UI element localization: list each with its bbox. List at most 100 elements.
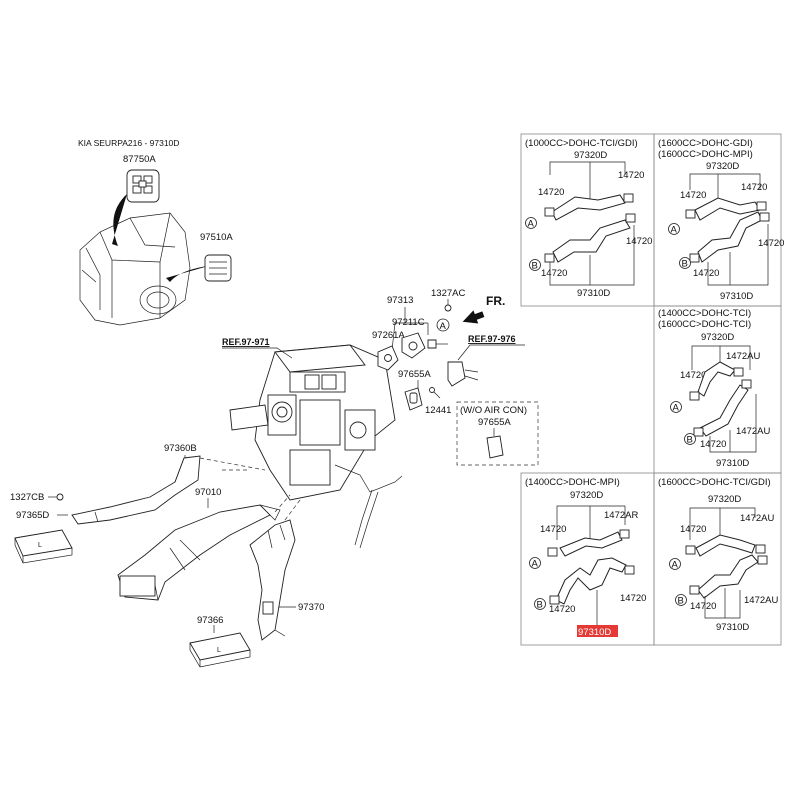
callout-B — [675, 594, 687, 606]
callout-B — [529, 259, 541, 271]
highlighted-part-box[interactable] — [577, 625, 618, 637]
label-97366: 97366 — [197, 615, 223, 626]
clamp-label: 1472AU — [740, 513, 774, 524]
clamp-icon — [741, 379, 752, 389]
variant-header: (1600CC>DOHC-GDI) — [658, 138, 753, 149]
variant-frame-1600tci — [653, 472, 782, 646]
callout-A — [669, 558, 681, 570]
clamp-icon — [755, 544, 766, 554]
clamp-label: 14720 — [741, 182, 767, 193]
clamp-label: 14720 — [680, 370, 706, 381]
hose-fitting — [427, 339, 448, 349]
duct-97010 — [117, 504, 281, 601]
label-97365D: 97365D — [16, 510, 49, 521]
clamp-label: 1472AU — [726, 351, 760, 362]
callout-A — [525, 217, 537, 229]
variant-bottom-code: 97310D — [720, 291, 753, 302]
clamp-label: 14720 — [541, 268, 567, 279]
label-1327CB: 1327CB — [10, 492, 44, 503]
hose-lower — [555, 557, 627, 605]
callout-B — [534, 598, 546, 610]
clamp-label: 14720 — [680, 190, 706, 201]
variant-top-code: 97320D — [574, 150, 607, 161]
gasket-97211C — [401, 332, 426, 359]
label-1327AC: 1327AC — [431, 288, 465, 299]
clamp-icon — [689, 253, 700, 263]
clamp-label: 1472AU — [744, 595, 778, 606]
svg-text:A: A — [673, 403, 680, 414]
hose-lower — [697, 554, 759, 599]
clamp-label: 14720 — [690, 601, 716, 612]
ref-97-976: REF.97-976 — [468, 334, 516, 344]
pad-97365D: L — [14, 529, 73, 564]
clamp-icon — [685, 209, 696, 219]
duct-97370 — [249, 519, 296, 641]
svg-text:A: A — [528, 219, 535, 230]
svg-text:A: A — [672, 560, 679, 571]
gasket-97261A — [377, 345, 399, 371]
clamp-label: 14720 — [618, 170, 644, 181]
clamp-label: 14720 — [549, 604, 575, 615]
clamp-label: 14720 — [680, 524, 706, 535]
without-aircon-label: (W/O AIR CON) — [460, 405, 527, 416]
variant-header-2: (1600CC>DOHC-MPI) — [658, 149, 753, 160]
pad-97366: L — [189, 632, 251, 668]
label-97370: 97370 — [298, 602, 324, 613]
clamp-icon — [624, 565, 635, 575]
clamp-icon — [689, 391, 700, 401]
without-aircon-box — [456, 401, 539, 466]
hose-lower — [552, 219, 631, 263]
variant-header: (1400CC>DOHC-TCI) — [658, 308, 751, 319]
vehicle-illustration — [79, 194, 212, 326]
hvac-unit — [229, 344, 403, 549]
variant-header: (1600CC>DOHC-TCI/GDI) — [658, 477, 771, 488]
clamp-icon — [757, 555, 768, 565]
callout-A — [529, 557, 541, 569]
clamp-icon — [759, 212, 770, 222]
svg-text:B: B — [678, 596, 684, 607]
variant-bottom-code-highlighted[interactable]: 97310D — [578, 627, 611, 638]
clamp-label: 1472AR — [604, 510, 638, 521]
vent-grille-87750A — [126, 169, 160, 203]
svg-text:B: B — [682, 259, 688, 270]
hose-upper — [697, 361, 736, 397]
hose-upper — [559, 531, 623, 557]
without-aircon-part: 97655A — [478, 417, 511, 428]
hose-lower — [699, 384, 749, 437]
variant-1400cc-mpi: (1400CC>DOHC-MPI) 97320D 14720 1472AR A … — [525, 477, 646, 638]
grommet-97655A — [404, 387, 423, 411]
clamp-icon — [549, 595, 560, 605]
svg-text:A: A — [532, 559, 539, 570]
hose-upper — [551, 194, 626, 221]
clamp-icon — [544, 207, 555, 217]
variant-top-code: 97320D — [701, 332, 734, 343]
variant-header: (1400CC>DOHC-MPI) — [525, 477, 620, 488]
clamp-icon — [693, 427, 704, 437]
svg-text:L: L — [38, 542, 42, 549]
callout-A — [670, 401, 682, 413]
clamp-label: 14720 — [693, 268, 719, 279]
label-97211C: 97211C — [392, 317, 425, 328]
clamp-label: 14720 — [758, 238, 784, 249]
screw-12441 — [429, 387, 435, 393]
diagram-title: KIA SEURPA216 - 97310D — [78, 138, 179, 148]
svg-text:B: B — [687, 435, 693, 446]
callout-A-main: A — [436, 318, 450, 332]
callout-B — [679, 257, 691, 269]
variant-top-code: 97320D — [570, 490, 603, 501]
clamp-icon — [544, 253, 555, 263]
expansion-valve — [447, 361, 479, 387]
bolt-1327AC — [444, 304, 452, 312]
variant-1400cc-1600cc-tci: (1400CC>DOHC-TCI) (1600CC>DOHC-TCI) 9732… — [658, 308, 770, 469]
vent-grille-97510A — [204, 254, 232, 282]
svg-text:A: A — [440, 321, 447, 332]
variant-bottom-code: 97310D — [716, 622, 749, 633]
clamp-icon — [733, 367, 744, 377]
label-97655A: 97655A — [398, 369, 431, 380]
clamp-icon — [689, 585, 700, 595]
variant-1000cc: (1000CC>DOHC-TCI/GDI) 97320D 14720 14720… — [525, 138, 652, 299]
callout-B — [684, 433, 696, 445]
clamp-label: 14720 — [538, 187, 564, 198]
label-87750A: 87750A — [123, 154, 156, 165]
